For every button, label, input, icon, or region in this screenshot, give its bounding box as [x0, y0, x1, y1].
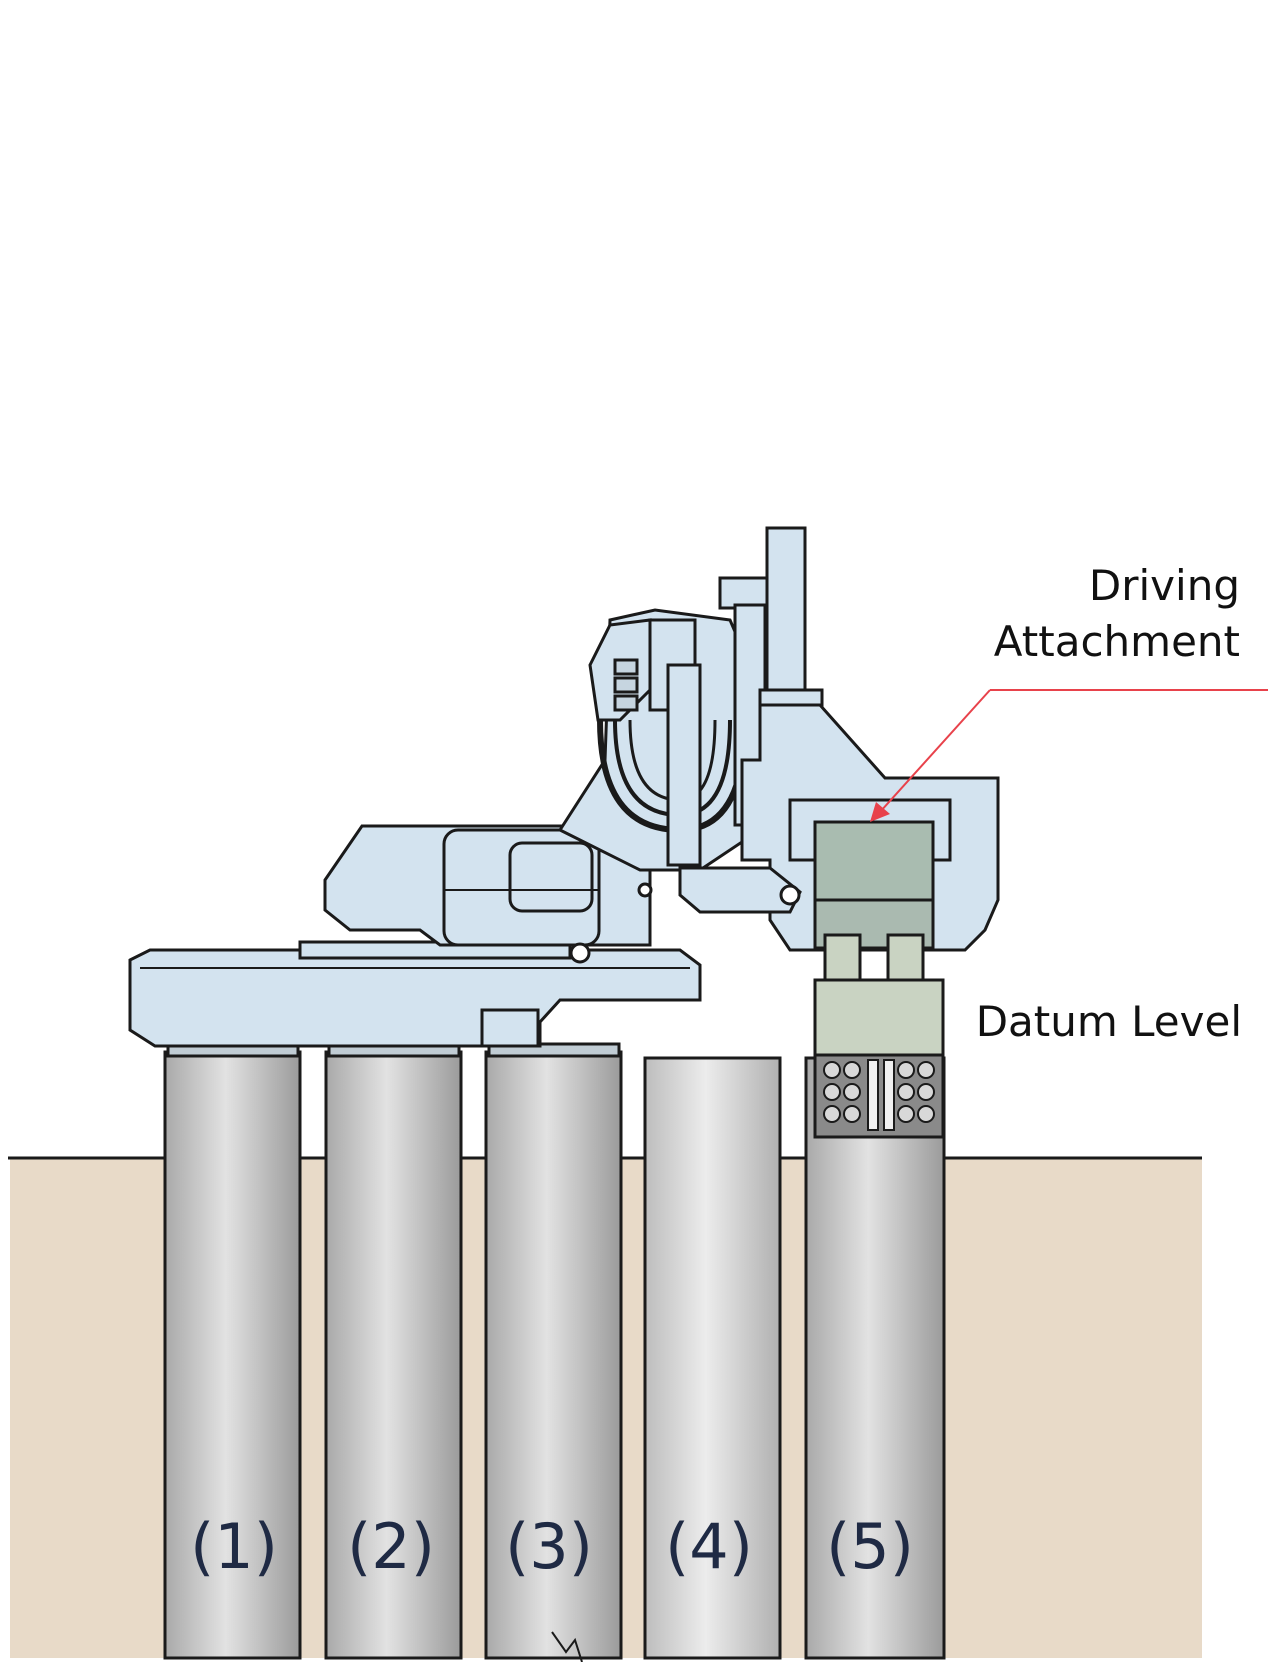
machine-lift-tube [666, 663, 702, 867]
machine-base-step [480, 1008, 540, 1048]
machine-link-arm [678, 866, 802, 914]
pile-3 [484, 1050, 623, 1663]
pile-1 [163, 1050, 302, 1660]
pile-label-2: (2) [347, 1510, 435, 1583]
piling-machine [128, 526, 1000, 1058]
attachment-lower-block [813, 978, 945, 1057]
label-driving-line1: Driving [1088, 561, 1240, 610]
pile-2 [324, 1050, 463, 1660]
pile-4 [643, 1056, 782, 1660]
label-datum-level: Datum Level [975, 997, 1242, 1046]
driving-attachment [813, 820, 945, 1139]
pile-label-4: (4) [665, 1510, 753, 1583]
label-driving-line2: Attachment [993, 617, 1240, 666]
machine-base-frame [128, 948, 702, 1048]
driving-attachment-leader [870, 689, 1268, 822]
pile-label-1: (1) [190, 1510, 278, 1583]
pile-label-3: (3) [505, 1510, 593, 1583]
pile-label-5: (5) [826, 1510, 914, 1583]
machine-rear-mast [765, 526, 807, 700]
